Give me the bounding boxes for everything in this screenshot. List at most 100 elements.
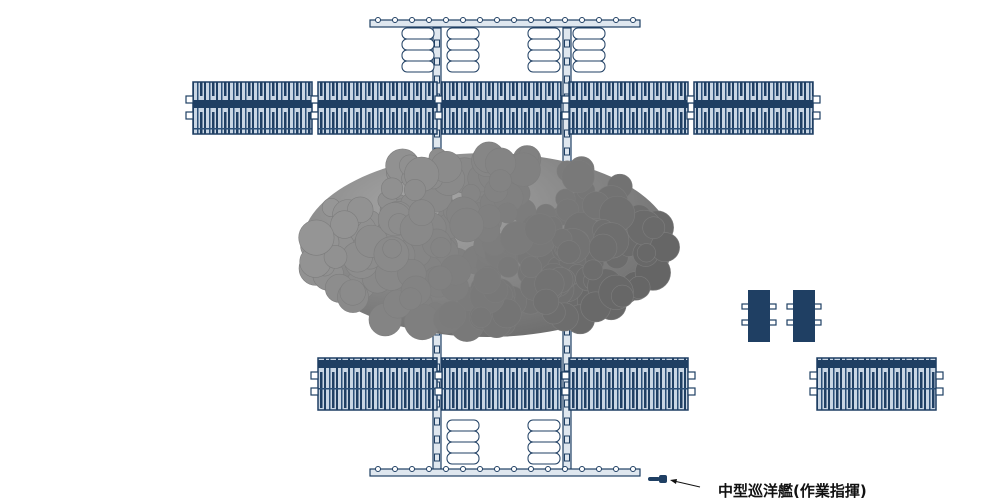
solar-panel [561, 357, 696, 411]
solar-panel [185, 81, 320, 135]
debris-puff [403, 179, 426, 201]
mast-node [564, 345, 570, 354]
solar-panel [686, 81, 821, 135]
debris-puff [561, 160, 595, 194]
tank-module [527, 60, 561, 73]
tank-module [401, 49, 435, 62]
mast-node [564, 39, 570, 48]
truss-joint [630, 466, 636, 472]
debris-puff [437, 300, 467, 330]
solar-panel [561, 81, 696, 135]
debris-puff [330, 210, 359, 239]
cruiser-ship-icon [648, 475, 667, 483]
panel-clamp [310, 95, 319, 104]
tank-module [446, 38, 480, 51]
panel-clamp [310, 387, 319, 396]
truss-joint [409, 466, 415, 472]
truss-joint [511, 466, 517, 472]
tank-module [527, 38, 561, 51]
truss-joint [596, 466, 602, 472]
truss-joint [477, 466, 483, 472]
panel-clamp [561, 371, 570, 380]
truss-joint [460, 466, 466, 472]
tank-module [446, 60, 480, 73]
truss-joint [375, 17, 381, 23]
debris-puff [488, 169, 512, 193]
truss-joint [579, 466, 585, 472]
debris-puff [399, 287, 422, 311]
panel-clamp [434, 371, 443, 380]
solar-panel [310, 81, 445, 135]
tank-module [527, 419, 561, 432]
truss-joint [392, 466, 398, 472]
panel-clamp [434, 95, 443, 104]
arrow-head-icon [670, 479, 677, 484]
debris-puff [588, 233, 618, 263]
tank-module [527, 27, 561, 40]
debris-puff [408, 199, 436, 227]
truss-joint [528, 17, 534, 23]
panel-clamp [686, 95, 695, 104]
panel-clamp [185, 111, 194, 120]
mast-node [564, 57, 570, 66]
truss-joint [392, 17, 398, 23]
truss-joint [477, 17, 483, 23]
truss-joint [545, 17, 551, 23]
tank-module [527, 441, 561, 454]
tank-module [572, 27, 606, 40]
mast-node [564, 75, 570, 84]
mast-node [434, 57, 440, 66]
panel-clamp [434, 111, 443, 120]
panel-clamp [310, 371, 319, 380]
debris-puff [323, 245, 348, 269]
mast-node [434, 417, 440, 426]
truss-joint [443, 17, 449, 23]
debris-puff [427, 265, 453, 291]
panel-clamp [434, 387, 443, 396]
truss-joint [545, 466, 551, 472]
dark-module [741, 290, 777, 342]
panel-clamp [812, 95, 821, 104]
tank-module [446, 27, 480, 40]
truss-joint [426, 17, 432, 23]
mast-node [564, 435, 570, 444]
debris-puff [520, 256, 542, 279]
debris-puff [470, 306, 492, 328]
panel-clamp [687, 371, 696, 380]
debris-puff [449, 207, 484, 243]
tank-module [401, 38, 435, 51]
debris-puff [611, 284, 634, 308]
tank-module [572, 38, 606, 51]
tank-module [401, 27, 435, 40]
mast-node [434, 435, 440, 444]
panel-clamp [809, 371, 818, 380]
panel-clamp [561, 95, 570, 104]
mast-node [564, 147, 570, 156]
truss-joint [528, 466, 534, 472]
mast-node [564, 417, 570, 426]
tank-module [446, 452, 480, 465]
truss-joint [613, 466, 619, 472]
debris-puff [382, 239, 402, 259]
mast-node [564, 453, 570, 462]
debris-puff [497, 256, 519, 278]
truss-joint [596, 17, 602, 23]
tank-module [446, 430, 480, 443]
debris-puff [582, 259, 604, 281]
tank-module [446, 441, 480, 454]
panel-clamp [809, 387, 818, 396]
dark-module [786, 290, 822, 342]
panel-clamp [935, 371, 944, 380]
panel-clamp [812, 111, 821, 120]
truss-joint [443, 466, 449, 472]
solar-panel [310, 357, 445, 411]
truss-joint [460, 17, 466, 23]
debris-cloud [298, 141, 680, 342]
solar-panel [434, 357, 569, 411]
truss-joint [426, 466, 432, 472]
debris-puff [533, 288, 560, 315]
debris-puff [339, 279, 366, 306]
panel-clamp [185, 95, 194, 104]
